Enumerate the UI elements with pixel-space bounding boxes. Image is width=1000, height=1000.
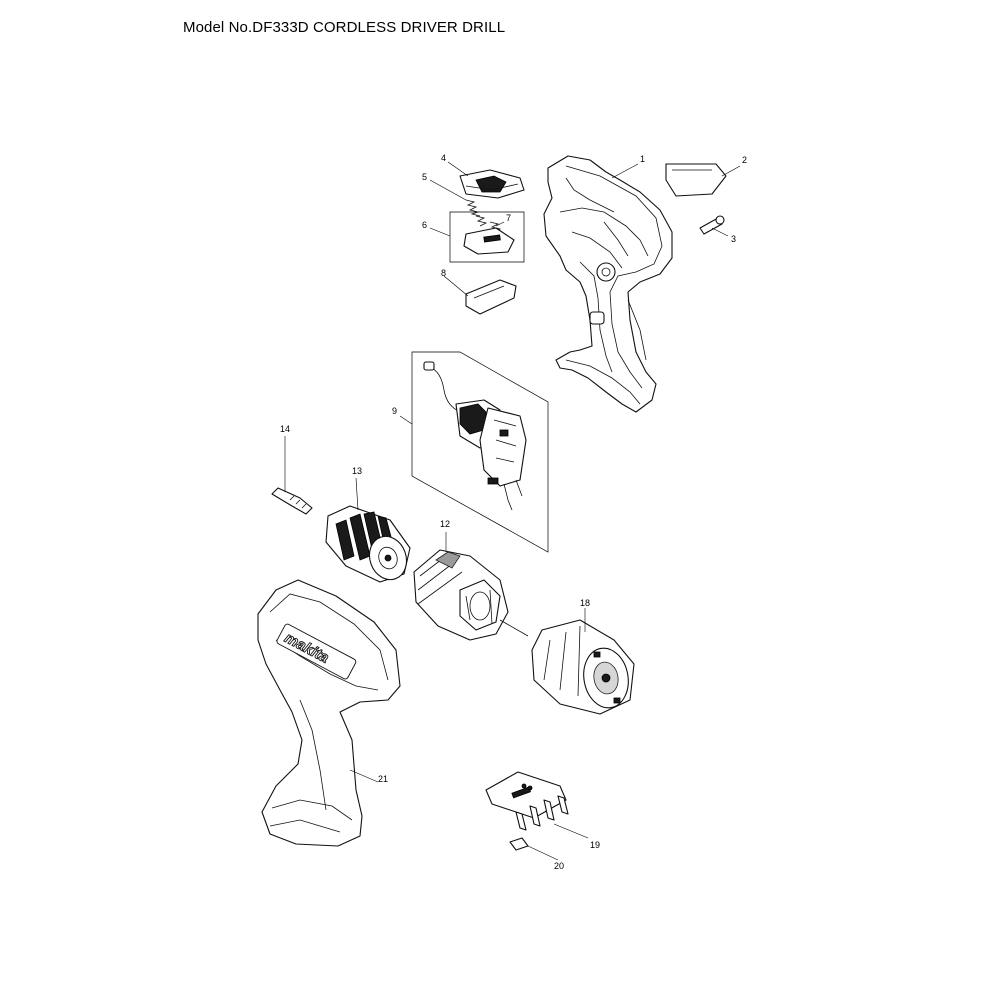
callout-3: 3 bbox=[731, 234, 736, 244]
leader-lines bbox=[284, 161, 741, 861]
spring-part-5[interactable] bbox=[465, 199, 481, 217]
tapping-screw-part[interactable] bbox=[699, 215, 725, 235]
callout-18: 18 bbox=[580, 598, 590, 608]
callout-2: 2 bbox=[742, 155, 747, 165]
callout-4: 4 bbox=[441, 153, 446, 163]
callout-6: 6 bbox=[422, 220, 427, 230]
terminal-plate-part[interactable] bbox=[485, 771, 569, 831]
callout-21: 21 bbox=[378, 774, 388, 784]
callout-20: 20 bbox=[554, 861, 564, 871]
callout-1: 1 bbox=[640, 154, 645, 164]
callout-8: 8 bbox=[441, 268, 446, 278]
reverse-lever-part[interactable] bbox=[465, 279, 517, 315]
chuck-screw-part[interactable] bbox=[271, 487, 313, 515]
callout-12: 12 bbox=[440, 519, 450, 529]
switch-assembly-part[interactable] bbox=[411, 351, 549, 553]
housing-right-part[interactable] bbox=[543, 155, 673, 413]
keyless-chuck-part[interactable] bbox=[325, 505, 412, 585]
page-title: Model No.DF333D CORDLESS DRIVER DRILL bbox=[183, 19, 506, 36]
callout-9: 9 bbox=[392, 406, 397, 416]
housing-left-part[interactable]: makita bbox=[257, 579, 401, 847]
insulation-sheet-part[interactable] bbox=[509, 837, 529, 851]
callout-14: 14 bbox=[280, 424, 290, 434]
dc-motor-part[interactable] bbox=[531, 619, 635, 715]
callout-5: 5 bbox=[422, 172, 427, 182]
switch-lever-set-part[interactable] bbox=[449, 211, 525, 263]
gear-assembly-part[interactable] bbox=[413, 549, 529, 641]
callout-19: 19 bbox=[590, 840, 600, 850]
callout-7: 7 bbox=[506, 213, 511, 223]
callout-13: 13 bbox=[352, 466, 362, 476]
battery-latch-part[interactable] bbox=[459, 169, 525, 199]
callout-numbers: 1 2 3 4 5 6 7 8 9 12 13 14 18 19 20 21 bbox=[280, 153, 747, 871]
name-plate-part[interactable] bbox=[665, 163, 727, 197]
